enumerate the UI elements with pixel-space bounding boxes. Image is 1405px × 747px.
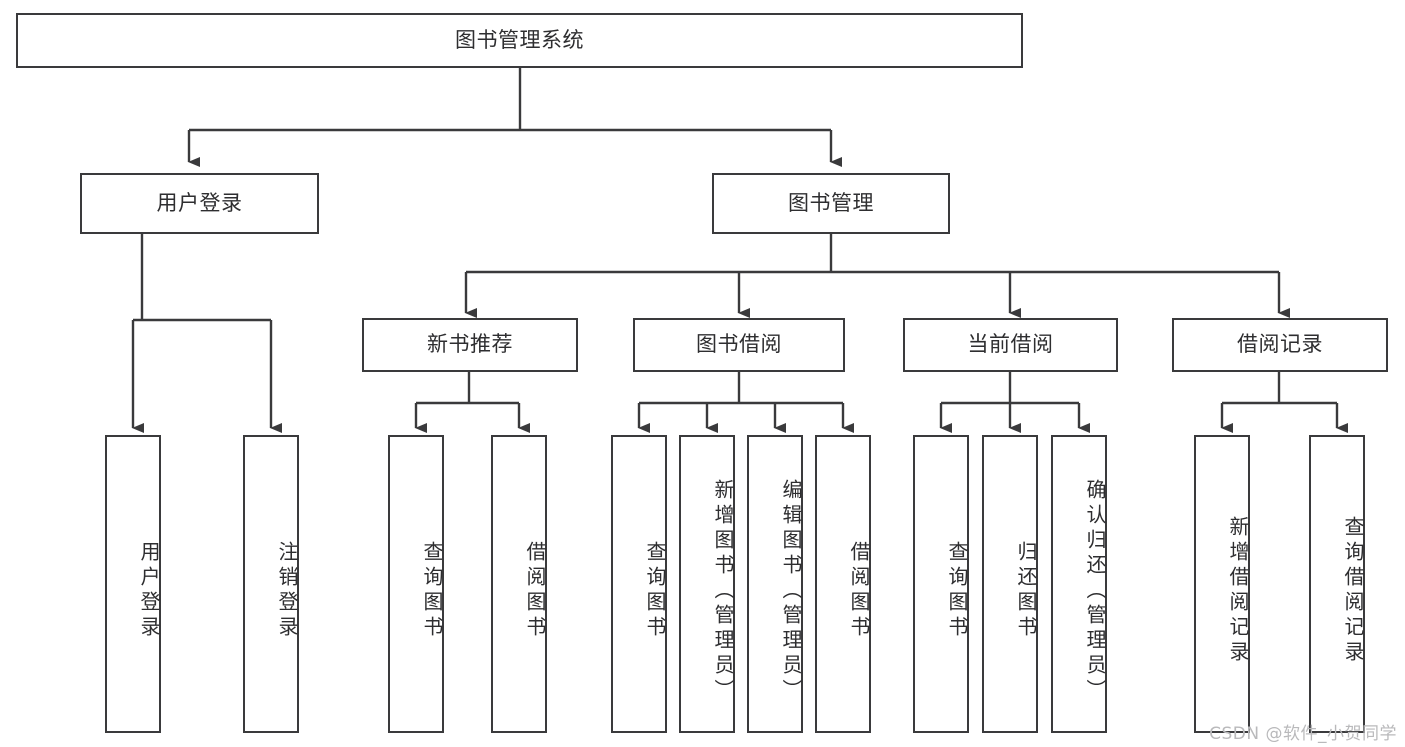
node-user-login[interactable]: 用户登录 [80,173,319,234]
node-borrow-record[interactable]: 借阅记录 [1172,318,1388,372]
node-label: 用户登录 [137,541,161,641]
node-label: 归还图书 [1014,541,1038,641]
node-label: 新增图书（管理员） [711,478,735,704]
node-label: 新书推荐 [427,332,513,357]
node-label: 借阅图书 [847,541,871,641]
leaf-record-add-record[interactable]: 新增借阅记录 [1194,435,1250,733]
node-label: 查询借阅记录 [1341,516,1365,666]
node-book-borrow[interactable]: 图书借阅 [633,318,845,372]
node-label: 查询图书 [420,541,444,641]
node-book-management[interactable]: 图书管理 [712,173,950,234]
node-label: 编辑图书（管理员） [779,478,803,704]
node-label: 查询图书 [945,541,969,641]
node-label: 新增借阅记录 [1226,516,1250,666]
node-label: 用户登录 [156,190,243,215]
node-label: 图书借阅 [696,332,782,357]
leaf-borrow-query-book[interactable]: 查询图书 [611,435,667,733]
node-new-book-recommend[interactable]: 新书推荐 [362,318,578,372]
node-label: 图书管理 [788,190,874,215]
node-root-system[interactable]: 图书管理系统 [16,13,1023,68]
leaf-borrow-borrow-book[interactable]: 借阅图书 [815,435,871,733]
node-label: 图书管理系统 [455,27,584,52]
node-label: 借阅图书 [523,541,547,641]
leaf-user-login-logout[interactable]: 注销登录 [243,435,299,733]
node-current-borrow[interactable]: 当前借阅 [903,318,1118,372]
leaf-user-login-login[interactable]: 用户登录 [105,435,161,733]
leaf-current-return-book[interactable]: 归还图书 [982,435,1038,733]
node-label: 查询图书 [643,541,667,641]
leaf-newbook-borrow-book[interactable]: 借阅图书 [491,435,547,733]
node-label: 注销登录 [275,541,299,641]
node-label: 确认归还（管理员） [1083,478,1107,704]
leaf-borrow-edit-book-admin[interactable]: 编辑图书（管理员） [747,435,803,733]
leaf-borrow-add-book-admin[interactable]: 新增图书（管理员） [679,435,735,733]
node-label: 借阅记录 [1237,332,1323,357]
leaf-current-confirm-return-admin[interactable]: 确认归还（管理员） [1051,435,1107,733]
leaf-current-query-book[interactable]: 查询图书 [913,435,969,733]
leaf-newbook-query-book[interactable]: 查询图书 [388,435,444,733]
leaf-record-query-record[interactable]: 查询借阅记录 [1309,435,1365,733]
node-label: 当前借阅 [967,332,1054,357]
